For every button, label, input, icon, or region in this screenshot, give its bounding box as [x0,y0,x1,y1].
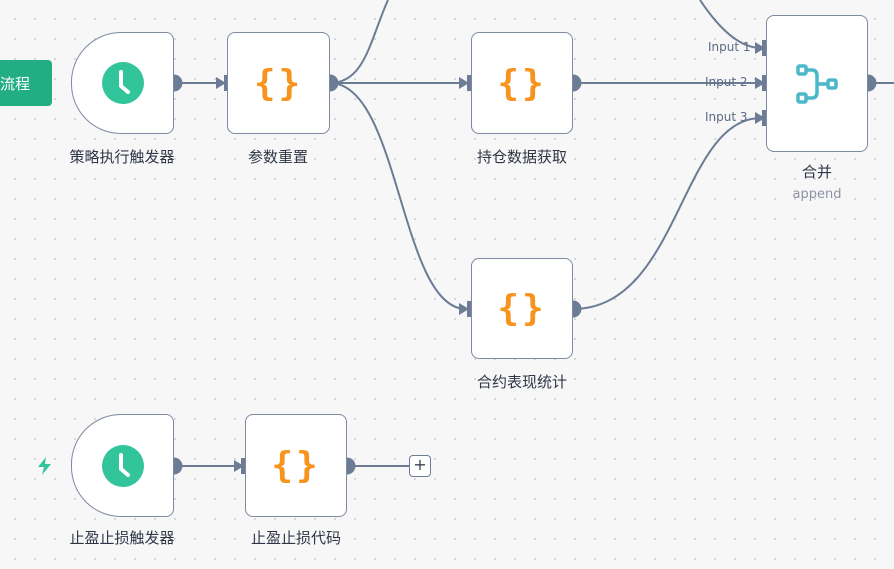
clock-icon [101,444,144,487]
node-label: 合并 [801,163,832,181]
node-label: 合约表现统计 [476,373,567,391]
run-workflow-label: 流程 [0,74,31,93]
code-braces-icon: {} [253,62,304,104]
node-position-fetch[interactable]: {} [471,32,573,134]
node-param-reset[interactable]: {} [227,32,330,134]
arrow-icon [234,460,244,472]
edge-contract-to-merge[interactable] [572,117,762,310]
input-label: Input 3 [705,110,748,124]
code-braces-icon: {} [271,445,321,486]
lightning-icon [38,457,51,475]
clock-icon [101,62,144,104]
arrow-icon [755,77,765,89]
node-label: 止盈止损触发器 [69,529,175,547]
input-label: Input 2 [705,75,748,89]
node-contract-stats[interactable]: {} [471,258,573,359]
code-braces-icon: {} [497,288,547,329]
node-tpsl-trigger[interactable] [71,414,174,517]
node-strategy-trigger[interactable] [71,32,174,134]
node-label: 策略执行触发器 [69,148,175,166]
edge-top-to-merge[interactable] [699,0,762,49]
node-label: 止盈止损代码 [250,529,341,547]
arrow-icon [459,303,469,315]
node-merge[interactable] [766,15,868,152]
arrow-icon [755,112,765,124]
merge-icon [796,63,838,104]
arrow-icon [459,77,469,89]
edge-param-up[interactable] [329,0,389,84]
edge-param-to-contract[interactable] [329,82,467,310]
code-braces-icon: {} [497,62,547,104]
arrow-icon [216,77,226,89]
node-label: 参数重置 [247,148,308,166]
node-label: 持仓数据获取 [476,148,567,166]
node-subtitle: append [792,187,842,202]
run-workflow-button[interactable]: 流程 [0,60,52,106]
arrow-icon [755,42,765,54]
node-tpsl-code[interactable]: {} [245,414,347,517]
input-label: Input 1 [708,40,751,54]
add-node-button[interactable]: + [409,455,431,477]
